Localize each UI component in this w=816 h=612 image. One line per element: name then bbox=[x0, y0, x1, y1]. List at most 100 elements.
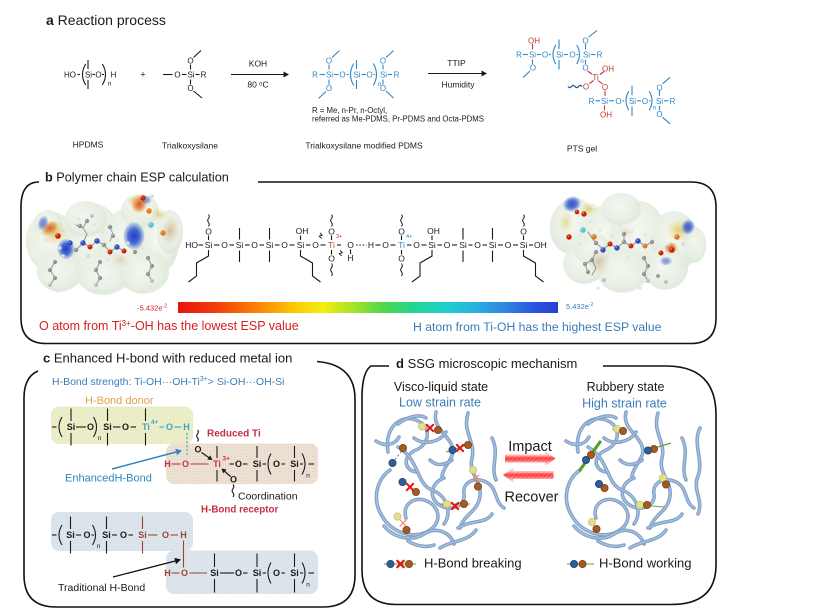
svg-text:n: n bbox=[108, 81, 112, 88]
svg-text:OH: OH bbox=[600, 111, 612, 120]
svg-text:Si: Si bbox=[236, 240, 244, 250]
svg-text:Traditional H-Bond: Traditional H-Bond bbox=[58, 582, 145, 594]
svg-text:KOH: KOH bbox=[249, 59, 267, 69]
svg-text:R: R bbox=[201, 71, 207, 80]
svg-text:O: O bbox=[398, 227, 405, 237]
svg-text:Low strain rate: Low strain rate bbox=[399, 396, 481, 410]
svg-text:5.432e-2: 5.432e-2 bbox=[566, 302, 594, 311]
svg-text:n: n bbox=[580, 59, 583, 65]
svg-text:O: O bbox=[656, 110, 662, 119]
svg-text:H: H bbox=[164, 459, 171, 469]
svg-text:4+: 4+ bbox=[151, 419, 159, 426]
svg-text:Si: Si bbox=[529, 51, 536, 60]
svg-text:O: O bbox=[221, 240, 228, 250]
svg-text:OH: OH bbox=[427, 226, 440, 236]
svg-text:H atom from Ti-OH has the high: H atom from Ti-OH has the highest ESP va… bbox=[413, 320, 662, 334]
svg-text:O atom from Ti3+-OH has the lo: O atom from Ti3+-OH has the lowest ESP v… bbox=[39, 319, 299, 333]
svg-text:R: R bbox=[394, 71, 400, 80]
svg-text:Trialkoxysilane: Trialkoxysilane bbox=[162, 141, 218, 151]
svg-text:O: O bbox=[569, 51, 575, 60]
svg-text:Si: Si bbox=[205, 240, 213, 250]
svg-text:R = Me, n-Pr, n-Octyl,: R = Me, n-Pr, n-Octyl, bbox=[312, 106, 387, 115]
svg-text:O: O bbox=[642, 97, 648, 106]
svg-text:O: O bbox=[380, 57, 386, 66]
svg-text:-5.432e-2: -5.432e-2 bbox=[137, 304, 167, 313]
svg-text:O: O bbox=[505, 240, 512, 250]
svg-text:Si: Si bbox=[629, 97, 636, 106]
svg-text:n: n bbox=[653, 105, 656, 111]
svg-text:O: O bbox=[656, 84, 662, 93]
svg-text:O: O bbox=[366, 71, 372, 80]
svg-text:O: O bbox=[87, 422, 94, 432]
svg-text:Si: Si bbox=[583, 51, 590, 60]
svg-text:O: O bbox=[251, 240, 258, 250]
svg-text:H-Bond working: H-Bond working bbox=[599, 556, 692, 571]
svg-text:Si: Si bbox=[187, 71, 194, 80]
svg-text:Visco-liquid state: Visco-liquid state bbox=[394, 380, 488, 394]
svg-text:Rubbery state: Rubbery state bbox=[587, 380, 665, 394]
svg-text:Si: Si bbox=[266, 240, 274, 250]
svg-text:TTIP: TTIP bbox=[447, 58, 466, 68]
svg-text:H: H bbox=[164, 568, 171, 578]
svg-text:Si: Si bbox=[656, 97, 663, 106]
svg-text:Si: Si bbox=[290, 568, 299, 578]
svg-text:a Reaction process: a Reaction process bbox=[46, 12, 166, 28]
svg-text:O: O bbox=[582, 37, 588, 46]
svg-text:R: R bbox=[670, 97, 676, 106]
svg-text:Si: Si bbox=[520, 240, 528, 250]
svg-text:O: O bbox=[235, 568, 242, 578]
svg-text:Ti: Ti bbox=[142, 422, 150, 432]
svg-text:Si: Si bbox=[103, 422, 112, 432]
svg-text:O: O bbox=[182, 459, 189, 469]
svg-text:Si: Si bbox=[326, 71, 333, 80]
svg-text:O: O bbox=[328, 254, 335, 264]
svg-text:b Polymer chain ESP calculatio: b Polymer chain ESP calculation bbox=[45, 171, 229, 185]
svg-text:H-Bond receptor: H-Bond receptor bbox=[201, 505, 278, 516]
svg-text:Si: Si bbox=[85, 71, 92, 80]
svg-text:O: O bbox=[83, 530, 90, 540]
svg-text:Si: Si bbox=[380, 71, 387, 80]
svg-text:OH: OH bbox=[296, 226, 309, 236]
svg-text:Coordination: Coordination bbox=[238, 491, 298, 503]
svg-text:c Enhanced H-bond with reduced: c Enhanced H-bond with reduced metal ion bbox=[43, 351, 292, 366]
svg-text:R: R bbox=[312, 71, 318, 80]
svg-text:H-Bond strength: Ti-OH···OH-Ti: H-Bond strength: Ti-OH···OH-Ti3+> Si-OH·… bbox=[52, 376, 285, 388]
svg-text:H: H bbox=[180, 530, 187, 540]
svg-text:O: O bbox=[326, 84, 332, 93]
svg-text:H-Bond breaking: H-Bond breaking bbox=[424, 556, 522, 571]
svg-text:Recover: Recover bbox=[505, 490, 559, 506]
svg-text:80 oC: 80 oC bbox=[247, 80, 268, 90]
svg-text:HPDMS: HPDMS bbox=[73, 140, 104, 150]
svg-text:Si: Si bbox=[556, 51, 563, 60]
svg-text:OH: OH bbox=[534, 240, 547, 250]
svg-text:Si: Si bbox=[66, 530, 75, 540]
svg-text:Si: Si bbox=[489, 240, 497, 250]
svg-text:EnhancedH-Bond: EnhancedH-Bond bbox=[65, 473, 152, 485]
svg-text:Impact: Impact bbox=[508, 439, 552, 455]
svg-text:Ti: Ti bbox=[398, 240, 405, 250]
svg-text:+: + bbox=[140, 70, 145, 80]
svg-text:O: O bbox=[273, 459, 280, 469]
svg-text:R: R bbox=[589, 97, 595, 106]
svg-text:O: O bbox=[413, 240, 420, 250]
svg-text:O: O bbox=[347, 240, 354, 250]
svg-text:OH: OH bbox=[528, 37, 540, 46]
svg-text:Si: Si bbox=[353, 71, 360, 80]
svg-text:O: O bbox=[542, 51, 548, 60]
svg-text:Si: Si bbox=[290, 459, 299, 469]
svg-text:O: O bbox=[582, 64, 588, 73]
svg-text:O: O bbox=[174, 71, 180, 80]
svg-text:H: H bbox=[347, 253, 353, 263]
svg-text:Si: Si bbox=[253, 568, 262, 578]
svg-text:O: O bbox=[398, 254, 405, 264]
svg-text:O: O bbox=[187, 84, 193, 93]
svg-text:O: O bbox=[520, 227, 527, 237]
svg-text:H: H bbox=[111, 71, 117, 80]
svg-text:O: O bbox=[382, 240, 389, 250]
svg-text:H: H bbox=[183, 422, 190, 432]
svg-text:OH: OH bbox=[602, 65, 614, 74]
svg-text:O: O bbox=[162, 530, 169, 540]
svg-text:O: O bbox=[230, 475, 237, 485]
svg-text:d SSG microscopic mechanism: d SSG microscopic mechanism bbox=[396, 356, 577, 371]
svg-text:n: n bbox=[98, 435, 102, 442]
